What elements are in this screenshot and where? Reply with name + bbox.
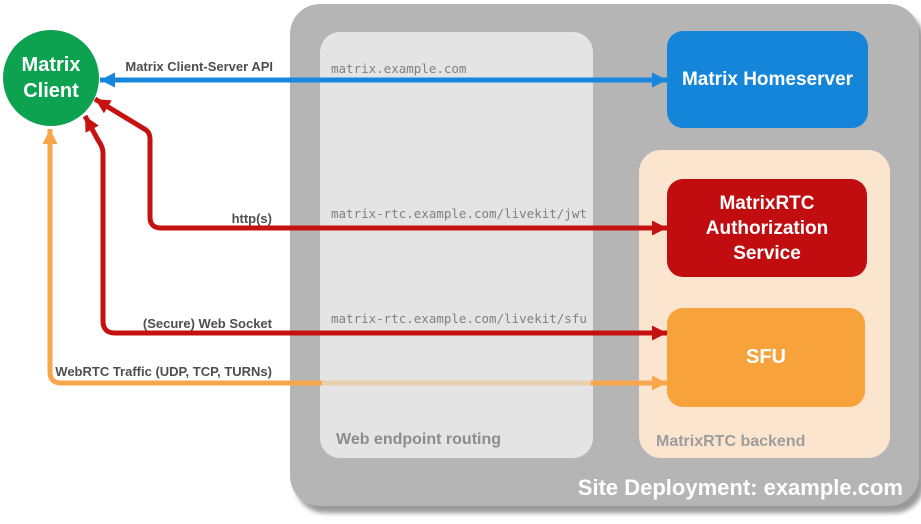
endpoint-livekit-jwt: matrix-rtc.example.com/livekit/jwt <box>331 206 587 221</box>
websocket-label: (Secure) Web Socket <box>142 316 272 331</box>
web-endpoint-routing-box: Web endpoint routing <box>320 32 593 458</box>
sfu-node: SFU <box>667 308 865 407</box>
https-label: http(s) <box>231 211 272 226</box>
matrix-homeserver-node: Matrix Homeserver <box>667 31 868 128</box>
web-endpoint-routing-label: Web endpoint routing <box>336 431 502 448</box>
endpoint-matrix-example-com: matrix.example.com <box>331 61 467 76</box>
endpoint-livekit-sfu: matrix-rtc.example.com/livekit/sfu <box>331 311 587 326</box>
webrtc-traffic-label: WebRTC Traffic (UDP, TCP, TURNs) <box>55 364 272 379</box>
matrix-client-node: Matrix Client <box>3 30 99 126</box>
client-server-api-label: Matrix Client-Server API <box>125 59 273 74</box>
matrixrtc-backend-label: MatrixRTC backend <box>656 433 806 450</box>
arrow-webrtc-solid-left <box>42 129 322 386</box>
matrixrtc-authorization-service-node: MatrixRTC Authorization Service <box>667 179 867 277</box>
site-deployment-label: Site Deployment: example.com <box>577 475 903 500</box>
